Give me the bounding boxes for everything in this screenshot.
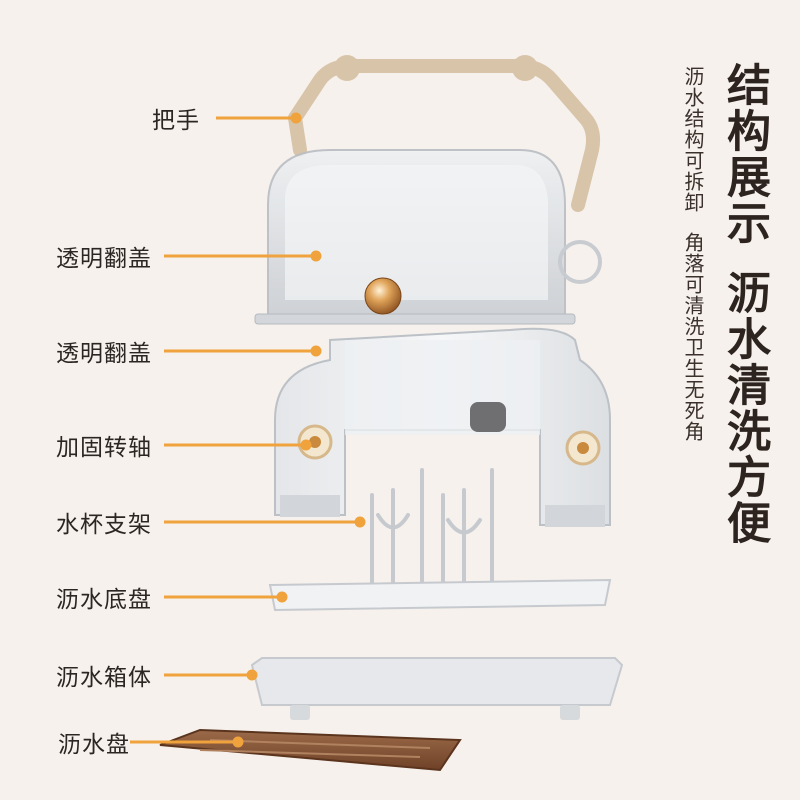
part-label-text: 加固转轴 [56, 435, 152, 461]
part-label-text: 把手 [152, 108, 200, 134]
part-label-lid-lower: 透明翻盖 [22, 336, 164, 367]
part-label-cup-holder: 水杯支架 [22, 507, 164, 538]
part-label-handle: 把手 [70, 103, 212, 134]
subtext-line-2: 角落可清洗卫生无死角 [681, 232, 705, 442]
part-label-text: 沥水底盘 [56, 587, 152, 613]
part-label-text: 沥水盘 [58, 732, 130, 758]
part-label-text: 透明翻盖 [56, 246, 152, 272]
drain-tray-part [159, 728, 462, 772]
drain-box-part [250, 657, 624, 720]
part-label-drain-base: 沥水底盘 [22, 582, 164, 613]
part-label-drain-box: 沥水箱体 [22, 660, 164, 691]
part-label-lid-top: 透明翻盖 [22, 241, 164, 272]
leader-lines [130, 112, 366, 748]
part-label-text: 沥水箱体 [56, 665, 152, 691]
headline-line-1: 结构展示 [719, 62, 770, 246]
part-label-drain-tray: 沥水盘 [0, 727, 142, 758]
cup-holder-part [370, 468, 494, 587]
frame-body-part [274, 327, 611, 527]
part-label-text: 水杯支架 [56, 512, 152, 538]
headline-line-2: 沥水清洗方便 [719, 270, 770, 546]
transparent-lid-part [254, 149, 602, 325]
drain-base-plate-part [268, 578, 612, 612]
part-label-hinge: 加固转轴 [22, 430, 164, 461]
subtext-line-1: 沥水结构可拆卸 [681, 66, 705, 213]
part-label-text: 透明翻盖 [56, 341, 152, 367]
